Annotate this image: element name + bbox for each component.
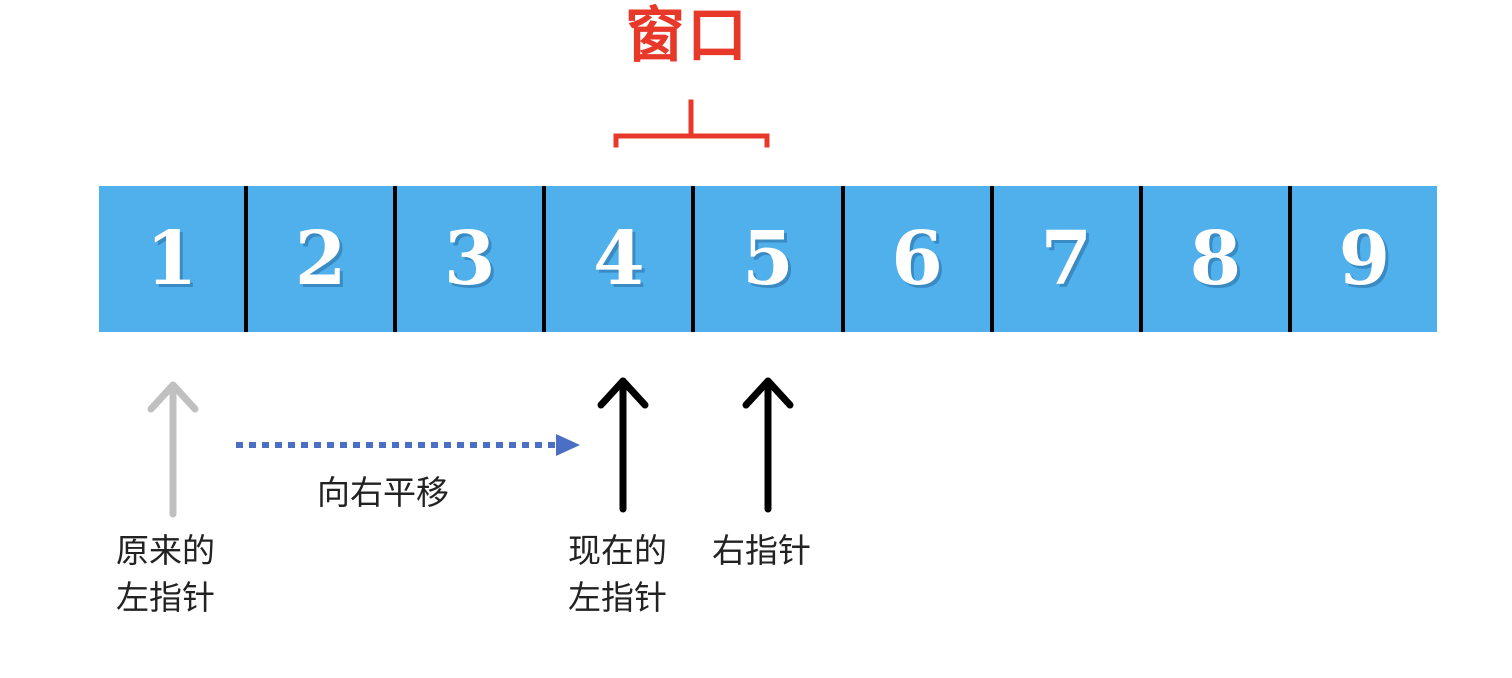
current-left-pointer-label: 现在的 左指针	[568, 531, 667, 617]
array-cell-value: 5	[742, 216, 794, 302]
array-cell: 1	[99, 186, 249, 332]
array-cell-value: 1	[145, 216, 198, 302]
array-cell: 3	[397, 186, 547, 332]
array-cell-value: 7	[1040, 216, 1092, 302]
up-arrow-icon	[147, 381, 199, 518]
array-cell-value: 4	[593, 216, 645, 302]
array-cell-value: 3	[444, 216, 496, 302]
number-array: 1 2 3 4 5 6 7 8 9	[99, 186, 1437, 332]
array-cell: 2	[248, 186, 398, 332]
array-cell: 6	[845, 186, 994, 332]
up-arrow-icon	[742, 377, 794, 513]
array-cell-value: 9	[1338, 216, 1391, 302]
array-cell: 8	[1143, 186, 1292, 332]
array-cell: 4	[546, 186, 696, 332]
dotted-right-arrow-icon	[236, 434, 580, 456]
up-arrow-icon	[597, 377, 649, 513]
array-cell: 5	[695, 186, 845, 332]
bracket-icon	[613, 99, 770, 148]
array-cell-value: 8	[1189, 216, 1242, 302]
array-cell-value: 6	[891, 216, 943, 302]
array-cell: 7	[994, 186, 1143, 332]
right-pointer-label: 右指针	[712, 531, 811, 570]
shift-label: 向右平移	[317, 473, 449, 512]
old-left-pointer-label: 原来的 左指针	[116, 531, 215, 617]
array-cell: 9	[1292, 186, 1437, 332]
window-title: 窗口	[625, 1, 749, 71]
array-cell-value: 2	[294, 216, 347, 302]
